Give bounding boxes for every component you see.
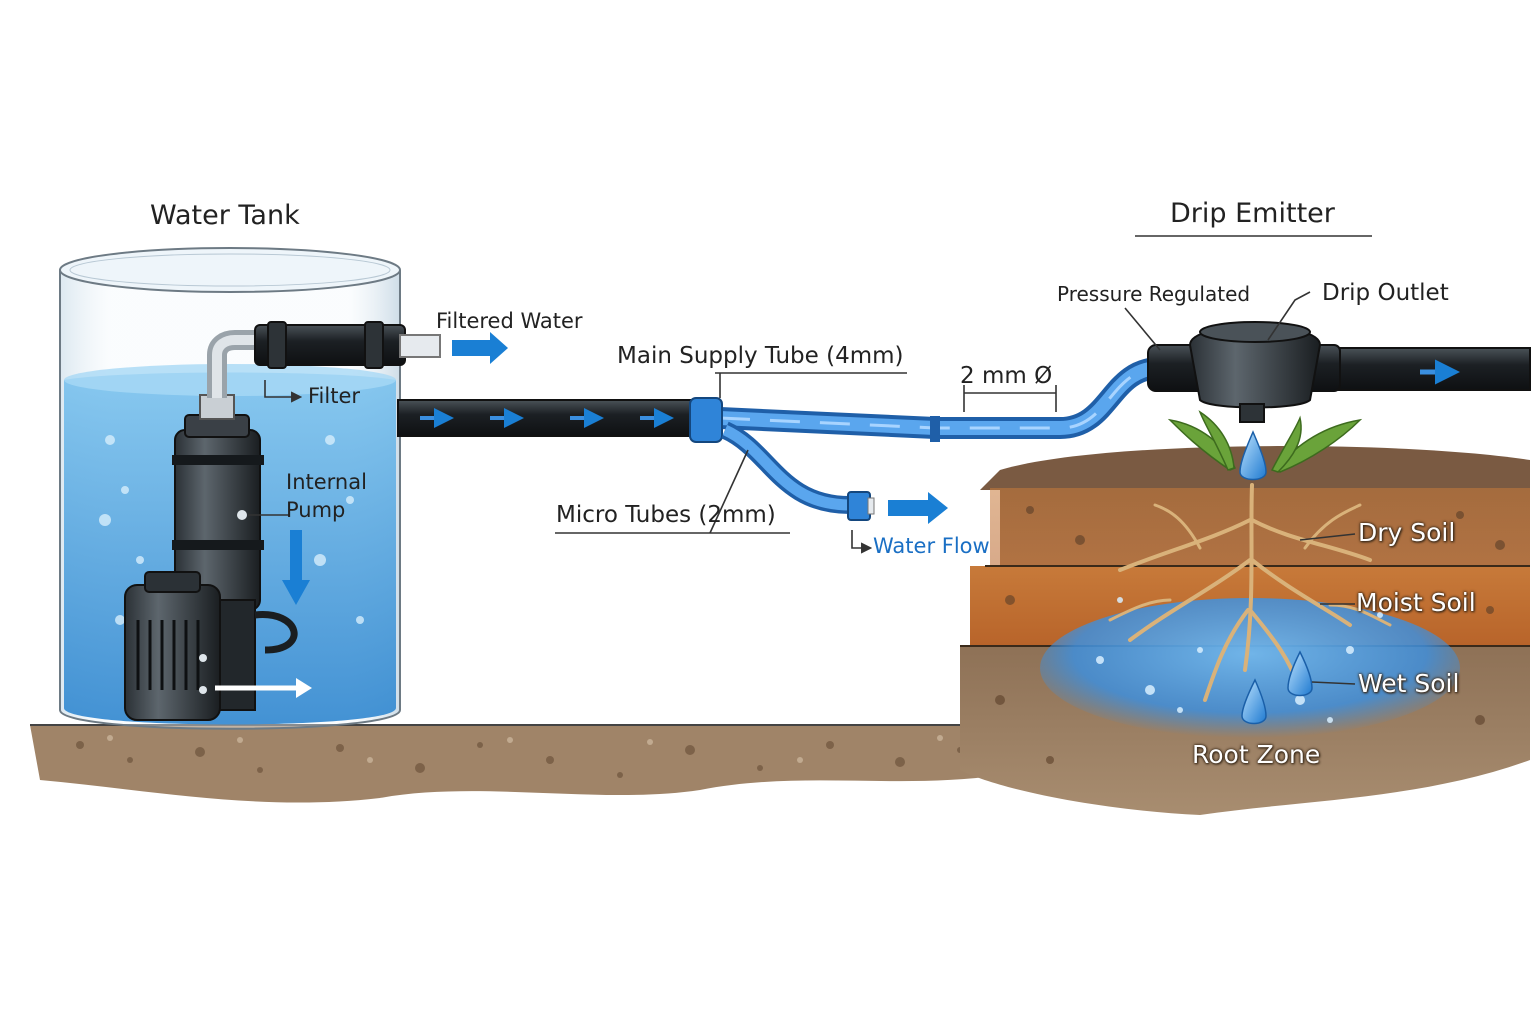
main-supply-tube [397, 399, 699, 437]
water-tank-title: Water Tank [150, 200, 300, 231]
main-supply-tube-label: Main Supply Tube (4mm) [617, 343, 904, 369]
flow-arrows [282, 332, 948, 605]
filtered-water-arrow [452, 332, 508, 364]
drip-emitter-title: Drip Emitter [1170, 198, 1335, 229]
filtered-water-label: Filtered Water [436, 309, 583, 333]
drip-emitter-body [1147, 321, 1341, 423]
moist-soil-label: Moist Soil [1356, 588, 1476, 617]
micro-tubes-label: Micro Tubes (2mm) [556, 502, 776, 528]
wet-soil-label: Wet Soil [1358, 669, 1460, 698]
water-flow-arrow [888, 492, 948, 524]
ground [30, 724, 1000, 803]
filter-label: Filter [308, 384, 361, 408]
root-zone-label: Root Zone [1192, 740, 1321, 769]
plant-roots [1108, 483, 1392, 702]
dry-soil-label: Dry Soil [1358, 518, 1456, 547]
outlet-pipe [207, 321, 441, 398]
internal-pump-label: Internal Pump [286, 470, 367, 522]
outlet-tube [1329, 347, 1531, 391]
pump-down-arrow [282, 530, 310, 605]
plant-leaves [1167, 410, 1363, 473]
internal-pump [124, 394, 298, 721]
soil-section [960, 446, 1530, 815]
leader-lines [248, 235, 1372, 685]
water-drops [1239, 430, 1313, 725]
water-flow-label: Water Flow [873, 534, 990, 558]
pump-flow-arrow [215, 678, 312, 698]
pressure-regulated-label: Pressure Regulated [1057, 282, 1251, 306]
blue-tube [689, 357, 1161, 521]
drip-outlet-label: Drip Outlet [1322, 280, 1449, 306]
diameter-label: 2 mm Ø [960, 363, 1053, 389]
